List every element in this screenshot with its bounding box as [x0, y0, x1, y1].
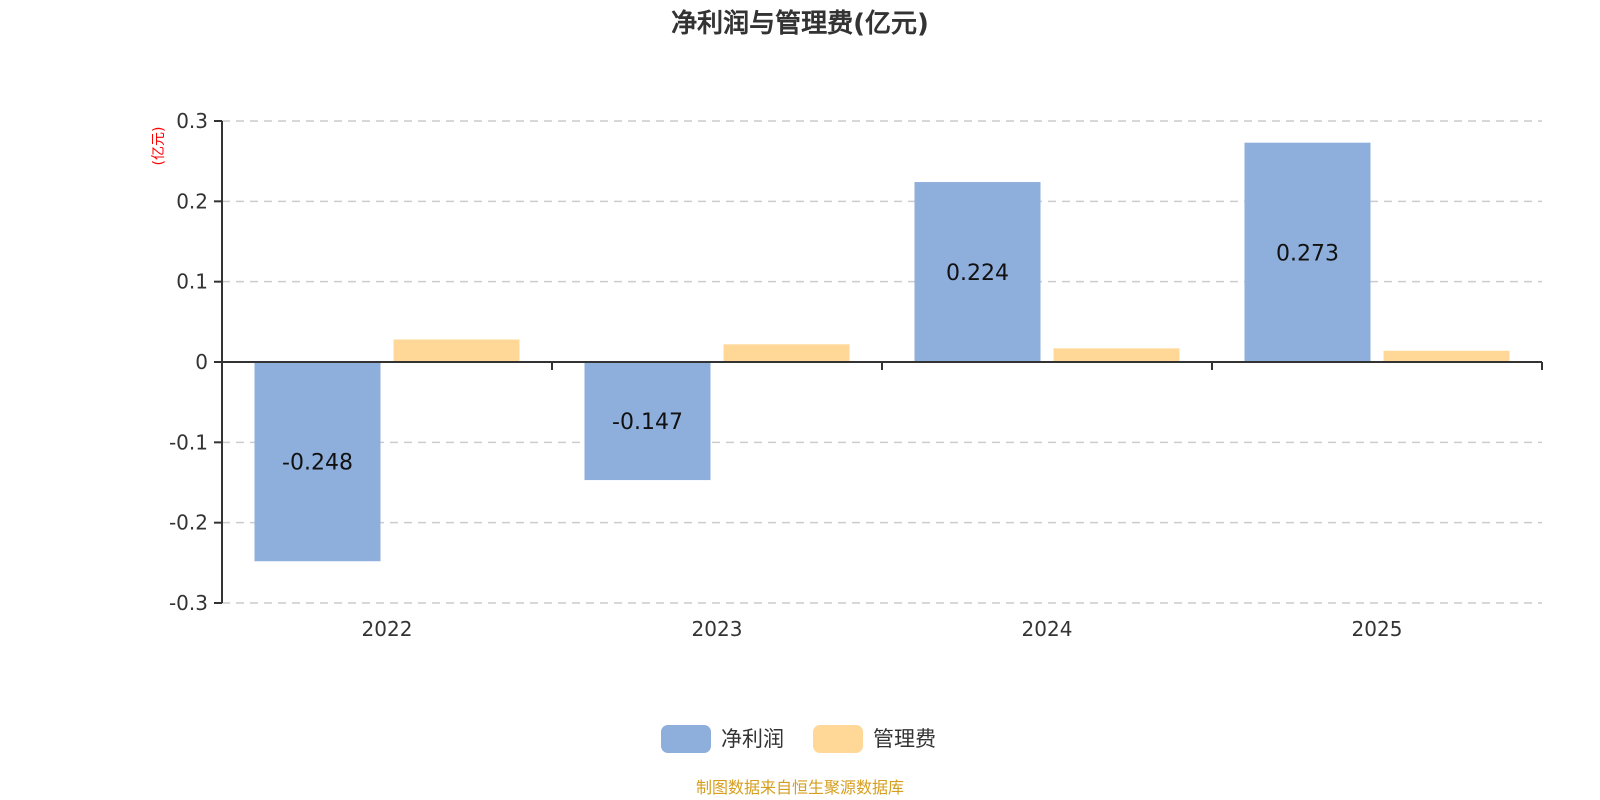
bar-admin-expense	[723, 344, 850, 362]
bar-net-profit	[1244, 142, 1371, 362]
chart-title: 净利润与管理费(亿元)	[671, 8, 929, 39]
y-axis-unit-label: (亿元)	[151, 127, 167, 166]
bar-net-profit	[584, 362, 711, 481]
source-note: 制图数据来自恒生聚源数据库	[696, 778, 904, 797]
data-label: -0.147	[612, 410, 683, 435]
y-tick-label: 0.2	[176, 189, 208, 213]
bars	[254, 142, 1510, 562]
legend-swatch	[813, 725, 863, 753]
x-tick-label: 2025	[1352, 617, 1403, 641]
data-label: -0.248	[282, 451, 353, 476]
y-tick-label: -0.2	[169, 511, 208, 535]
x-tick-label: 2024	[1022, 617, 1073, 641]
data-labels: -0.248 -0.147 0.224 0.273	[282, 241, 1339, 475]
grid-lines	[222, 120, 1542, 604]
x-tick-label: 2023	[692, 617, 743, 641]
bar-net-profit	[914, 182, 1041, 362]
legend: 净利润 管理费	[661, 725, 936, 753]
legend-label: 净利润	[721, 727, 784, 751]
y-tick-label: 0	[195, 350, 208, 374]
data-label: 0.273	[1276, 241, 1339, 266]
y-tick-label: -0.3	[169, 591, 208, 615]
data-label: 0.224	[946, 261, 1009, 286]
y-tick-label: -0.1	[169, 430, 208, 454]
x-axis-ticks: 2022 2023 2024 2025	[362, 362, 1543, 641]
x-tick-label: 2022	[362, 617, 413, 641]
legend-label: 管理费	[873, 727, 936, 751]
legend-swatch	[661, 725, 711, 753]
y-tick-label: 0.3	[176, 109, 208, 133]
y-axis-ticks: 0.3 0.2 0.1 0 -0.1 -0.2 -0.3	[169, 109, 222, 615]
legend-item-admin-expense[interactable]: 管理费	[813, 725, 936, 753]
bar-admin-expense	[1053, 348, 1180, 362]
y-tick-label: 0.1	[176, 270, 208, 294]
bar-net-profit	[254, 362, 381, 562]
bar-admin-expense	[393, 339, 520, 362]
bar-admin-expense	[1383, 350, 1510, 362]
legend-item-net-profit[interactable]: 净利润	[661, 725, 784, 753]
